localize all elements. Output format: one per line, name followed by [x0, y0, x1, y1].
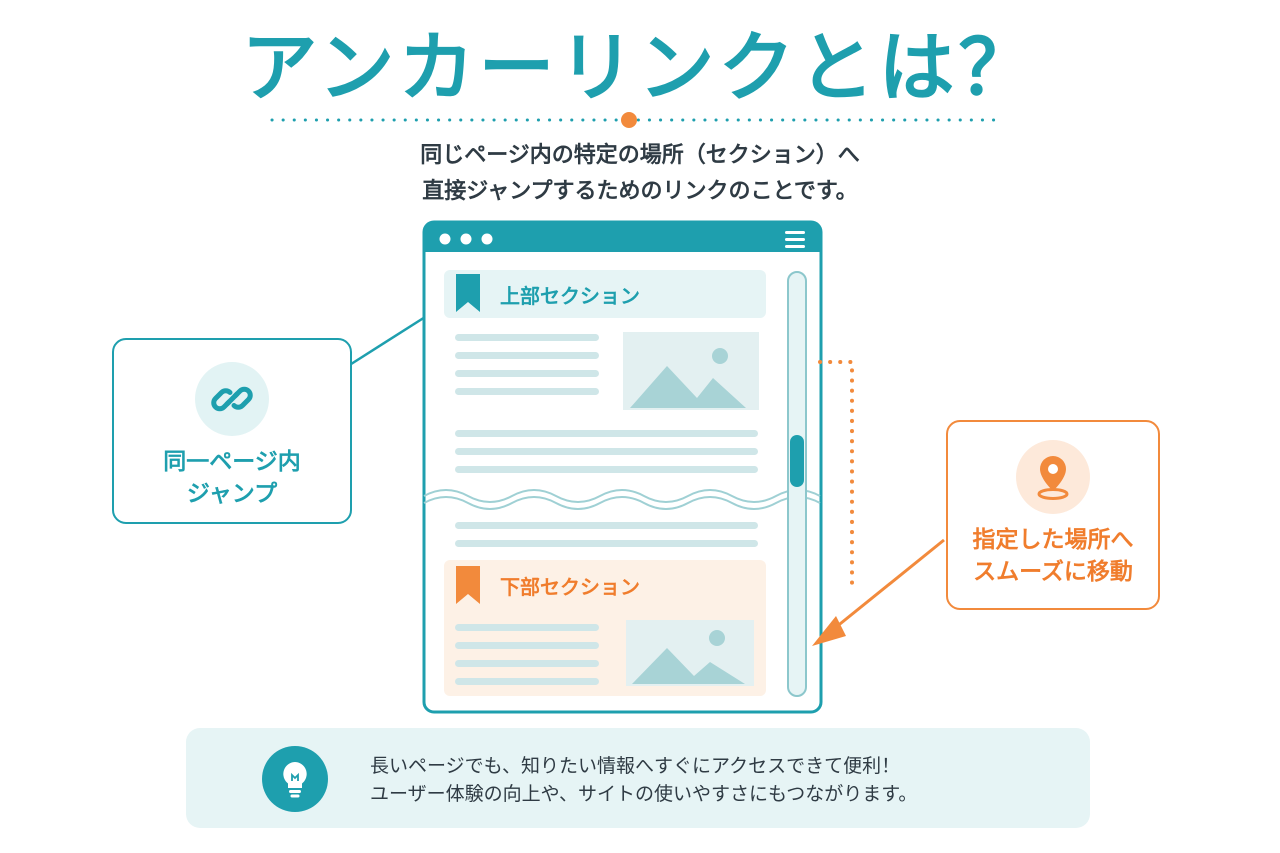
lower-text-lines	[455, 522, 758, 547]
bottom-image-placeholder	[626, 620, 754, 686]
top-section-header	[444, 270, 766, 318]
divider-center-dot	[621, 112, 637, 128]
orange-arrow-head	[812, 616, 846, 646]
window-dot-3	[481, 233, 493, 245]
note-line-2: ユーザー体験の向上や、サイトの使いやすさにもつながります。	[370, 783, 918, 805]
top-image-placeholder	[623, 332, 759, 410]
link-icon	[195, 362, 269, 436]
bottom-section-label: 下部セクション	[500, 575, 640, 599]
top-section-label: 上部セクション	[500, 284, 640, 308]
callout-same-page-jump: 同一ページ内 ジャンプ	[112, 338, 352, 524]
hamburger-menu-icon	[785, 231, 805, 248]
bottom-text-lines	[455, 624, 599, 685]
location-pin-icon	[1016, 440, 1090, 514]
note-line-1: 長いページでも、知りたい情報へすぐにアクセスできて便利！	[370, 755, 901, 777]
subtitle-line-1: 同じページ内の特定の場所（セクション）へ	[420, 143, 860, 168]
callout-right-text: 指定した場所へ スムーズに移動	[972, 527, 1134, 585]
orange-bookmark-icon	[456, 566, 480, 604]
scrollbar-thumb	[790, 435, 804, 487]
browser-window	[422, 220, 823, 714]
middle-text-lines	[455, 430, 758, 473]
info-note-box: 長いページでも、知りたい情報へすぐにアクセスできて便利！ ユーザー体験の向上や、…	[186, 728, 1090, 828]
scroll-path-dotted	[818, 360, 854, 594]
note-text: 長いページでも、知りたい情報へすぐにアクセスできて便利！ ユーザー体験の向上や、…	[370, 752, 917, 808]
callout-left-text: 同一ページ内 ジャンプ	[163, 449, 301, 507]
browser-title-bar	[424, 222, 821, 252]
page-break-wave-2	[423, 496, 821, 510]
lightbulb-icon	[262, 746, 328, 812]
orange-arrow-line	[829, 538, 945, 634]
teal-bookmark-icon	[456, 274, 480, 312]
window-dot-1	[439, 233, 451, 245]
page-break-wave-1	[423, 489, 821, 503]
top-text-lines	[455, 334, 599, 395]
subtitle-line-2: 直接ジャンプするためのリンクのことです。	[422, 179, 858, 204]
subtitle: 同じページ内の特定の場所（セクション）へ 直接ジャンプするためのリンクのことです…	[0, 138, 1280, 210]
window-dot-2	[460, 233, 472, 245]
page-title: アンカーリンクとは？	[241, 23, 1039, 112]
callout-smooth-move: 指定した場所へ スムーズに移動	[946, 420, 1160, 610]
